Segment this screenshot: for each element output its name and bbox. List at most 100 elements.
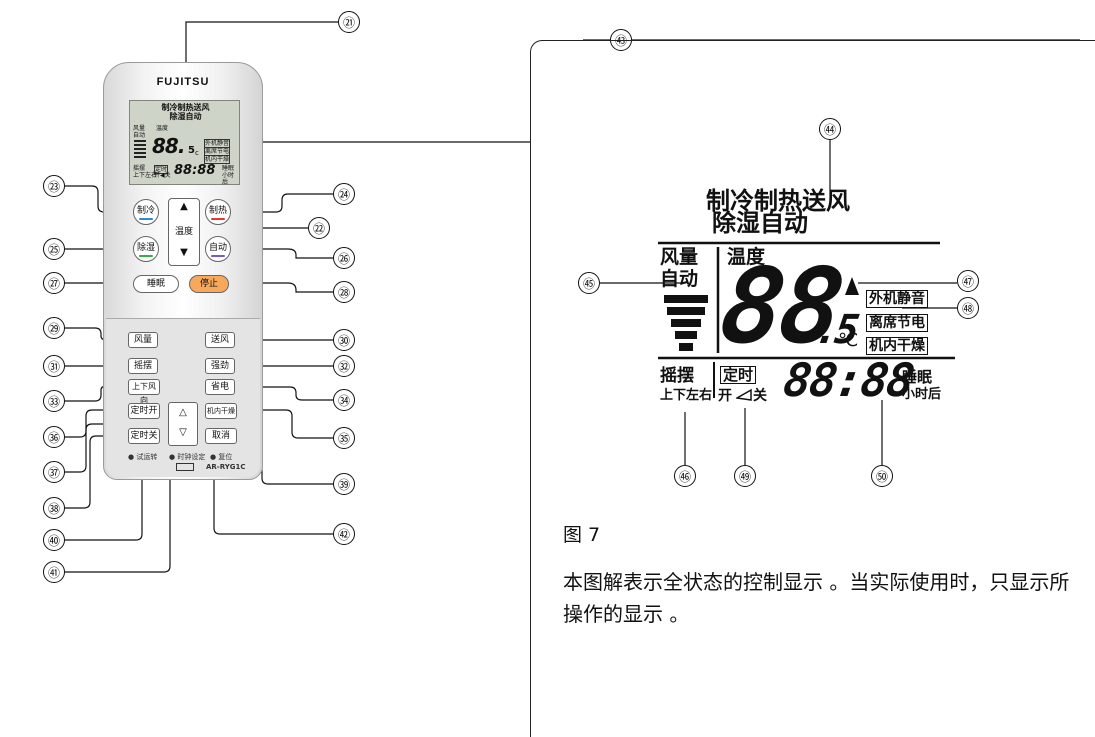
- display-timer-label: 定时: [720, 366, 757, 384]
- lcd-status-3: 机内干燥: [204, 155, 231, 164]
- callout-40: ㊵: [43, 529, 65, 551]
- swing-button[interactable]: 摇摆: [128, 358, 158, 374]
- callout-42: ㊷: [333, 523, 355, 545]
- timer-down-button[interactable]: ▽: [179, 427, 187, 438]
- temp-up-button[interactable]: ▲: [180, 201, 188, 212]
- dry-button[interactable]: 除湿: [133, 236, 159, 262]
- display-modes-line2: 除湿自动: [712, 209, 808, 237]
- cool-color-bar: [139, 218, 153, 220]
- display-temp-unit: ℃: [838, 330, 859, 351]
- dry-color-bar: [139, 255, 153, 257]
- brand-logo: FUJITSU: [156, 76, 210, 88]
- inner-dry-button[interactable]: 机内干燥: [205, 403, 237, 419]
- cool-button[interactable]: 制冷: [133, 199, 159, 225]
- callout-36: ㊱: [43, 426, 65, 448]
- battery-icon: [176, 463, 194, 471]
- lcd-sleep: 睡眠: [222, 165, 235, 172]
- lcd-temp-label: 温度: [156, 125, 169, 132]
- updown-airflow-button[interactable]: 上下风向: [128, 379, 160, 405]
- fan-level-bars: [664, 295, 708, 351]
- display-clock: 88:88: [780, 353, 917, 407]
- lcd-modes: 制冷制热送风 除湿自动: [130, 103, 241, 121]
- auto-label: 自动: [208, 243, 227, 253]
- callout-22: ㉒: [308, 217, 330, 239]
- lcd-temp-unit: c: [195, 149, 199, 157]
- lcd-hours: 小时后: [222, 172, 235, 186]
- eco-button[interactable]: 省电: [205, 379, 235, 395]
- display-swing2-label: 上下左右: [660, 388, 713, 403]
- lcd-fan-bars: [134, 140, 146, 158]
- lcd-modes-line1: 制冷制热送风: [161, 103, 210, 112]
- cool-label: 制冷: [136, 206, 155, 216]
- timer-off-button[interactable]: 定时关: [128, 428, 160, 444]
- heat-label: 制热: [208, 206, 227, 216]
- callout-39: ㊴: [333, 473, 355, 495]
- figure-description: 本图解表示全状态的控制显示 。当实际使用时，只显示所操作的显示 。: [563, 570, 1070, 626]
- lcd-temp-digits: 88.: [152, 134, 185, 158]
- lcd-swing2: 上下左右: [133, 172, 158, 179]
- callout-21: ㉑: [338, 11, 360, 33]
- fan-speed-button[interactable]: 风量: [128, 332, 158, 348]
- callout-48: ㊽: [957, 297, 979, 319]
- powerful-button[interactable]: 强劲: [205, 358, 235, 374]
- indicator-arrow-icon: [845, 277, 859, 295]
- sleep-button[interactable]: 睡眠: [133, 275, 179, 293]
- display-panel: [530, 40, 1095, 737]
- callout-32: ㉜: [333, 355, 355, 377]
- callout-33: ㉝: [43, 390, 65, 412]
- display-on-label: 开: [718, 388, 732, 404]
- lcd-auto-label: 自动: [133, 132, 146, 139]
- callout-35: ㉟: [333, 427, 355, 449]
- callout-45: ㊺: [578, 272, 600, 294]
- callout-25: ㉕: [43, 238, 65, 260]
- callout-41: ㊶: [43, 561, 65, 583]
- callout-27: ㉗: [43, 272, 65, 294]
- callout-38: ㊳: [43, 497, 65, 519]
- display-sleep-label: 睡眠: [902, 368, 933, 386]
- heat-button[interactable]: 制热: [205, 199, 231, 225]
- lcd-fan-label: 风量: [133, 125, 146, 132]
- callout-24: ㉔: [333, 183, 355, 205]
- cancel-button[interactable]: 取消: [205, 428, 237, 444]
- model-label: AR-RYG1C: [206, 463, 246, 471]
- temp-down-button[interactable]: ▼: [180, 247, 188, 258]
- lcd-clock: 88:88: [174, 163, 216, 178]
- lcd-temp-small: 5: [188, 145, 195, 156]
- callout-49: ㊾: [734, 465, 756, 487]
- reset-label[interactable]: ● 复位: [210, 453, 233, 461]
- display-status-outdoor-quiet: 外机静音: [866, 290, 928, 308]
- callout-44: ㊹: [819, 118, 841, 140]
- display-hours-label: 小时后: [902, 387, 942, 402]
- callout-50: ㊿: [871, 465, 893, 487]
- display-status-inner-dry: 机内干燥: [866, 337, 928, 355]
- auto-color-bar: [211, 255, 225, 257]
- callout-28: ㉘: [333, 281, 355, 303]
- on-off-arrow-icon: [736, 388, 752, 401]
- display-status-eco: 离席节电: [866, 314, 928, 332]
- fan-only-button[interactable]: 送风: [205, 332, 235, 348]
- display-modes: 制冷制热送风 除湿自动: [706, 187, 850, 237]
- test-run-label[interactable]: ● 试运转: [128, 453, 158, 461]
- timer-on-button[interactable]: 定时开: [128, 403, 160, 419]
- temp-rocker: ▲ 温度 ▼: [168, 198, 200, 266]
- auto-button[interactable]: 自动: [205, 236, 231, 262]
- stop-button[interactable]: 停止: [189, 275, 229, 293]
- timer-up-button[interactable]: △: [179, 407, 187, 418]
- clock-set-label[interactable]: ● 时钟设定: [169, 453, 206, 461]
- lcd-onoff: 开◀关: [154, 172, 171, 179]
- lcd-swing: 摇摆: [133, 165, 146, 172]
- callout-46: ㊻: [674, 465, 696, 487]
- callout-31: ㉛: [43, 355, 65, 377]
- callout-29: ㉙: [43, 317, 65, 339]
- callout-26: ㉖: [333, 247, 355, 269]
- display-temp-label: 温度: [727, 246, 766, 268]
- remote-lcd: 制冷制热送风 除湿自动 风量 自动 温度 88. 5 c 外机静音 离席节电 机…: [129, 100, 241, 186]
- figure-caption: 图 7: [563, 524, 601, 546]
- callout-23: ㉓: [43, 175, 65, 197]
- heat-color-bar: [211, 218, 225, 220]
- timer-adjust-rocker: △ ▽: [168, 402, 198, 446]
- display-off-label: 关: [753, 388, 767, 404]
- callout-34: ㉞: [333, 389, 355, 411]
- display-modes-line1: 制冷制热送风: [706, 187, 850, 215]
- callout-37: ㊲: [43, 461, 65, 483]
